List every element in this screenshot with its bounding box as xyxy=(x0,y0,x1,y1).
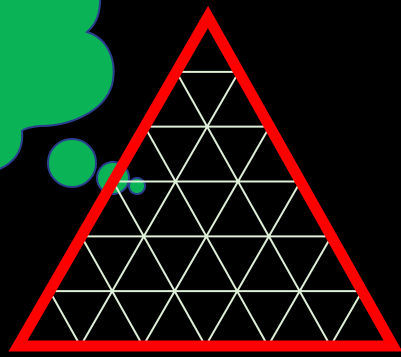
thought-bubble-small xyxy=(129,178,145,194)
thought-bubble-large xyxy=(48,139,96,187)
